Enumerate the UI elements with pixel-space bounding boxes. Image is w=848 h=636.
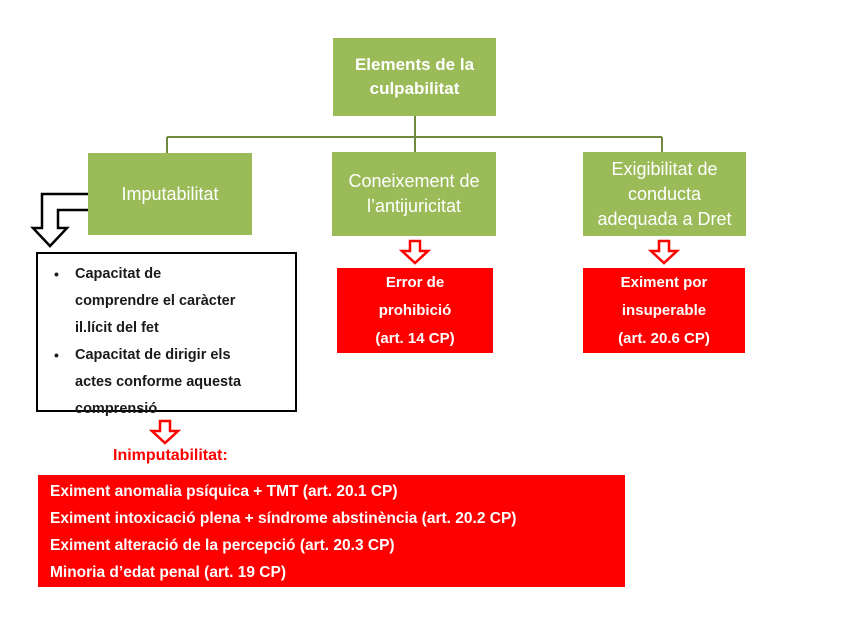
inimputabilitat-exemptions-box: Eximent anomalia psíquica + TMT (art. 20… (38, 475, 625, 587)
bullet-line: actes conforme aquesta (75, 374, 242, 390)
bent-down-arrow-icon (30, 192, 94, 248)
bullet-line: comprensió (75, 401, 158, 417)
node-coneixement-antijuricitat: Coneixement de l’antijuricitat (332, 152, 496, 236)
red-down-arrow-icon (148, 419, 182, 445)
bullet-line: Capacitat de (75, 266, 162, 282)
node-error-prohibicio: Error de prohibició (art. 14 CP) (337, 268, 493, 353)
bullet-line: Capacitat de dirigir els (75, 347, 231, 363)
bullet-line: il.lícit del fet (75, 320, 159, 336)
exemption-line: Eximent anomalia psíquica + TMT (art. 20… (50, 483, 398, 500)
node-label-line: l’antijuricitat (366, 196, 462, 216)
node-label-line: adequada a Dret (597, 208, 732, 229)
node-label-line: Coneixement de (348, 171, 480, 191)
exemption-line: Eximent alteració de la percepció (art. … (50, 537, 395, 554)
capacity-definition-box: Capacitat de comprendre el caràcter il.l… (36, 252, 297, 417)
exemption-line: Minoria d’edat penal (art. 19 CP) (50, 564, 286, 581)
node-label-line: insuperable (621, 301, 707, 319)
node-imputabilitat: Imputabilitat (88, 153, 252, 235)
connector-lines (166, 116, 663, 153)
list-item: Capacitat de dirigir els actes conforme … (50, 342, 291, 423)
node-label-line: (art. 20.6 CP) (618, 329, 710, 347)
node-exigibilitat-conducta: Exigibilitat de conducta adequada a Dret (583, 152, 746, 236)
list-item: Capacitat de comprendre el caràcter il.l… (50, 261, 291, 342)
node-label-line: Error de (385, 273, 445, 291)
red-down-arrow-icon (647, 239, 681, 265)
node-label-line: Exigibilitat de (611, 158, 718, 179)
node-elements-culpabilitat: Elements de la culpabilitat (333, 38, 496, 116)
red-down-arrow-icon (398, 239, 432, 265)
capacity-bullet-list: Capacitat de comprendre el caràcter il.l… (50, 261, 291, 423)
node-label-line: (art. 14 CP) (375, 329, 455, 347)
exemption-line: Eximent intoxicació plena + síndrome abs… (50, 510, 517, 527)
inimputabilitat-heading: Inimputabilitat: (113, 447, 228, 464)
node-label-line: Imputabilitat (121, 183, 219, 204)
node-eximent-por-insuperable: Eximent por insuperable (art. 20.6 CP) (583, 268, 745, 353)
bullet-line: comprendre el caràcter (75, 293, 236, 309)
node-label-line: conducta (627, 183, 702, 204)
node-label-line: culpabilitat (369, 79, 460, 98)
node-label-line: Elements de la (354, 55, 475, 74)
node-label-line: Eximent por (620, 273, 708, 291)
node-label-line: prohibició (378, 301, 452, 319)
